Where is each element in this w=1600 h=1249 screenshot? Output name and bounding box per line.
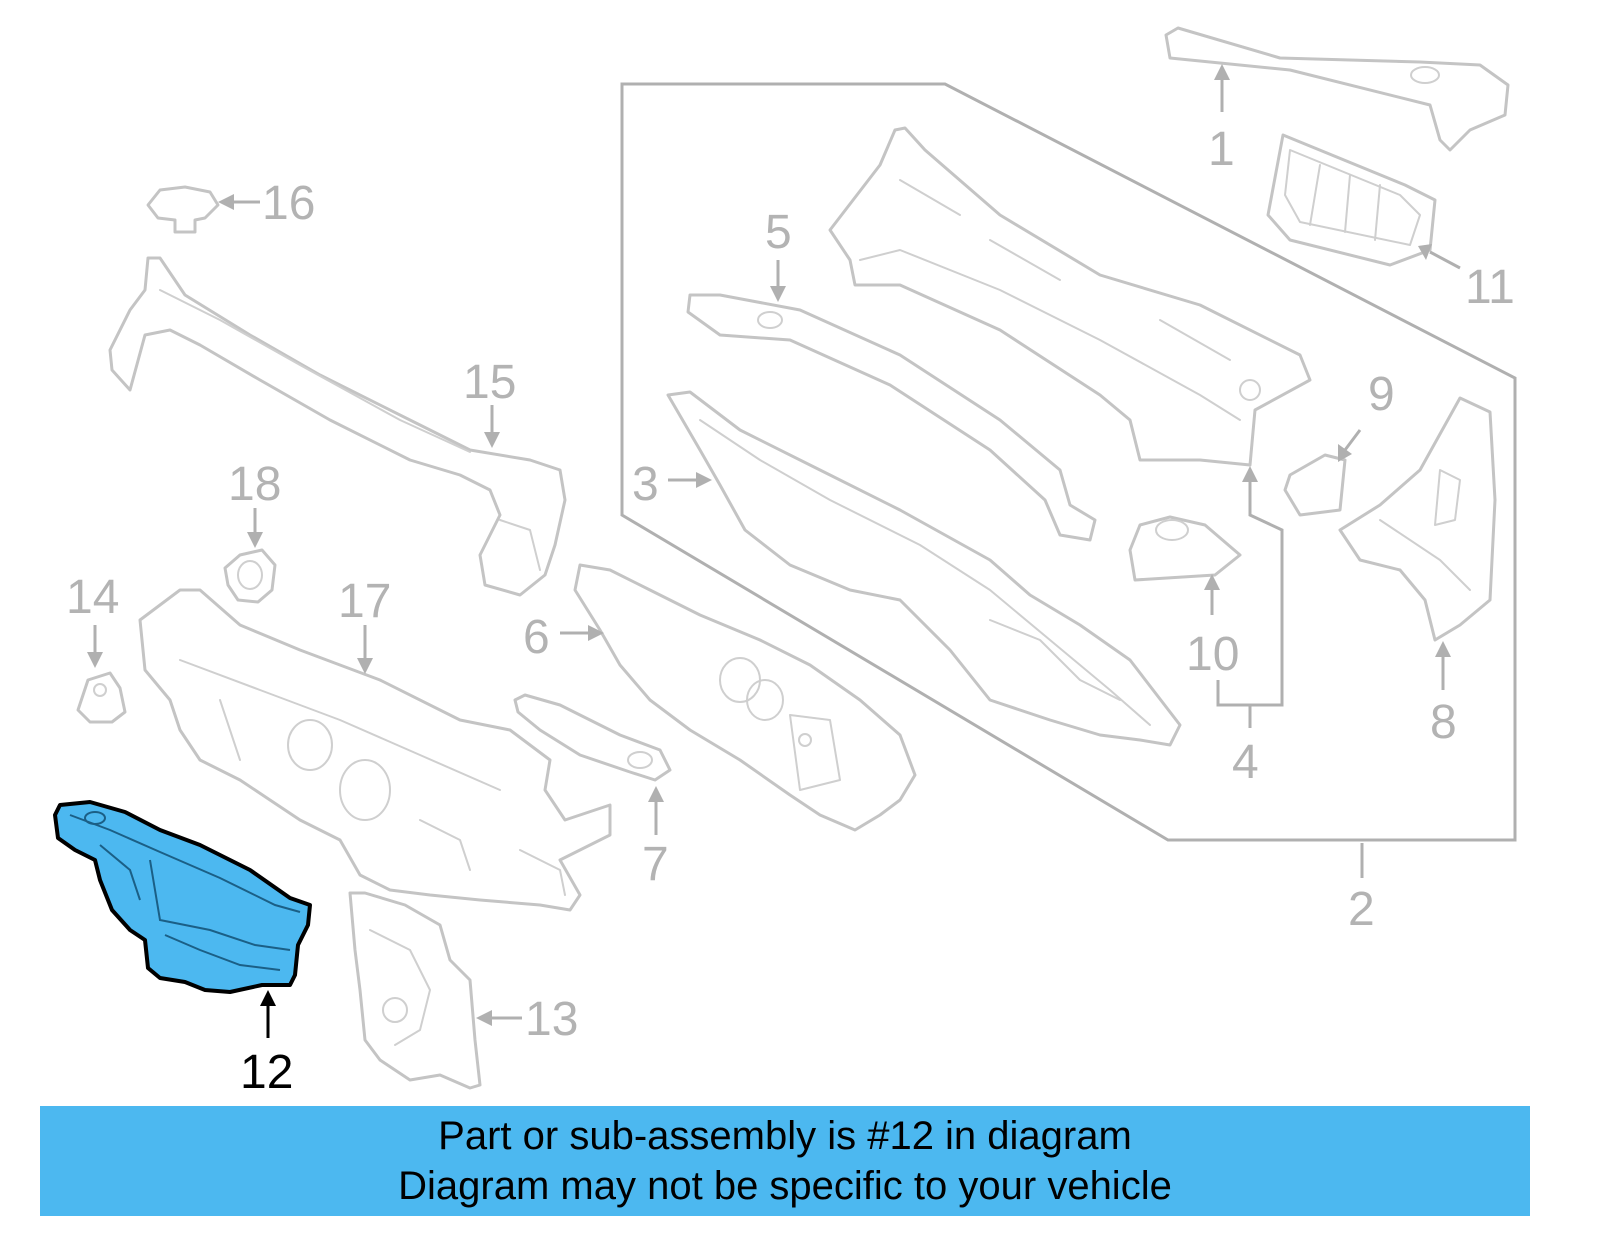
- part-10-shape: [1128, 515, 1242, 582]
- part-1-shape: [1164, 26, 1510, 152]
- label-2: 2: [1348, 883, 1375, 936]
- part-11-shape: [1266, 133, 1437, 267]
- label-10: 10: [1186, 628, 1239, 681]
- label-3: 3: [632, 458, 659, 511]
- label-5: 5: [765, 206, 792, 259]
- part-6-shape: [573, 563, 917, 832]
- part-18-shape: [223, 548, 277, 604]
- part-17-shape: [138, 588, 612, 912]
- label-18: 18: [228, 458, 281, 511]
- banner-line-1: Part or sub-assembly is #12 in diagram: [438, 1114, 1132, 1158]
- label-17: 17: [338, 575, 391, 628]
- label-8: 8: [1430, 696, 1457, 749]
- part-9-shape: [1283, 453, 1347, 517]
- part-16-shape: [146, 185, 220, 234]
- part-8-shape: [1338, 396, 1497, 642]
- label-11: 11: [1465, 261, 1515, 314]
- part-4-shape: [828, 126, 1312, 467]
- part-12-shape: [53, 800, 312, 994]
- part-15-shape: [108, 256, 567, 597]
- part-7-shape: [513, 693, 672, 782]
- label-14: 14: [66, 571, 119, 624]
- label-16: 16: [262, 177, 315, 230]
- part-3-shape: [666, 390, 1182, 747]
- part-14-shape: [76, 671, 127, 724]
- label-1: 1: [1208, 123, 1235, 176]
- label-13: 13: [525, 993, 578, 1046]
- callout-arrows: [87, 64, 1461, 1038]
- info-banner: Part or sub-assembly is #12 in diagram D…: [40, 1106, 1530, 1216]
- part-5-shape: [686, 293, 1097, 542]
- label-7: 7: [642, 838, 669, 891]
- label-4: 4: [1232, 736, 1259, 789]
- part-13-shape: [348, 891, 482, 1090]
- banner-line-2: Diagram may not be specific to your vehi…: [398, 1164, 1172, 1208]
- subassembly-frame: [620, 82, 1517, 842]
- label-12: 12: [240, 1046, 293, 1099]
- label-6: 6: [523, 611, 550, 664]
- label-9: 9: [1368, 368, 1395, 421]
- label-15: 15: [463, 356, 516, 409]
